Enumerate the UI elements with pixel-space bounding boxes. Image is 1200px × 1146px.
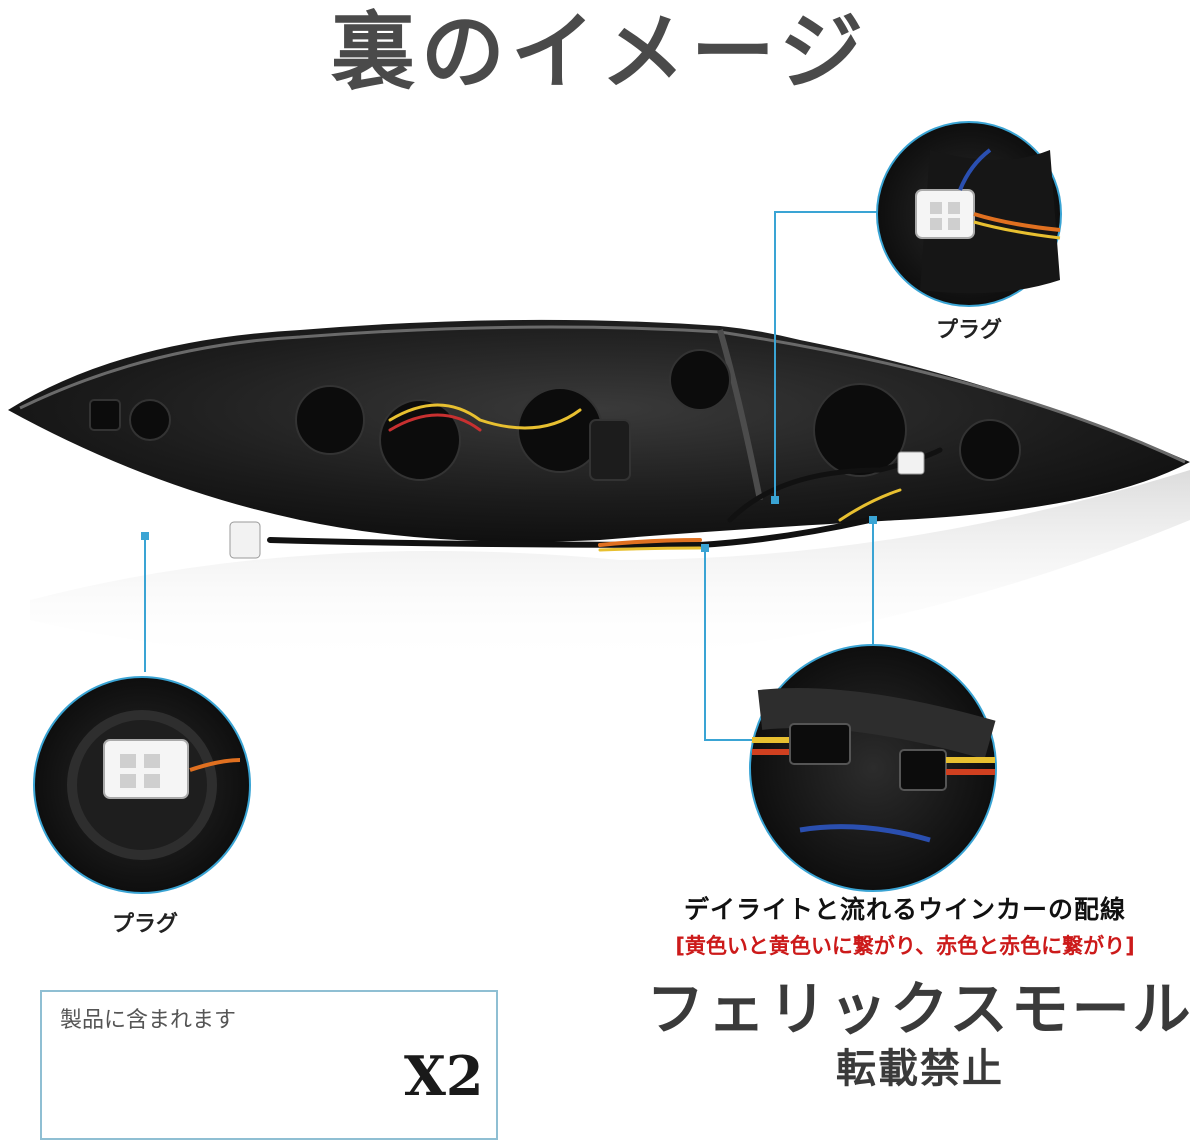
lamp-reflection (30, 470, 1190, 665)
reprint-notice: 転載禁止 (836, 1046, 1004, 1092)
lamp-divider (717, 329, 763, 501)
plug-closeup-right (876, 121, 1062, 307)
callout-dots (141, 496, 877, 552)
lamp-edge-highlight (19, 325, 1186, 464)
plug-label-left: プラグ (112, 912, 179, 937)
quantity-label: X2 (404, 1044, 484, 1108)
plug-label-right: プラグ (936, 318, 1003, 343)
included-label: 製品に含まれます (60, 1008, 237, 1033)
left-connector (229, 521, 261, 559)
connector-closeup (749, 644, 997, 892)
right-connector (897, 451, 925, 475)
wiring-caption: デイライトと流れるウインカーの配線 (683, 895, 1126, 924)
included-items-box: 製品に含まれます X2 (40, 990, 498, 1140)
plug-closeup-left (33, 676, 251, 894)
page-title: 裏のイメージ (330, 3, 870, 101)
brand-watermark: フェリックスモール (646, 975, 1194, 1043)
wiring-note: [黄色いと黄色いに繋がり、赤色と赤色に繋がり] (675, 934, 1135, 958)
